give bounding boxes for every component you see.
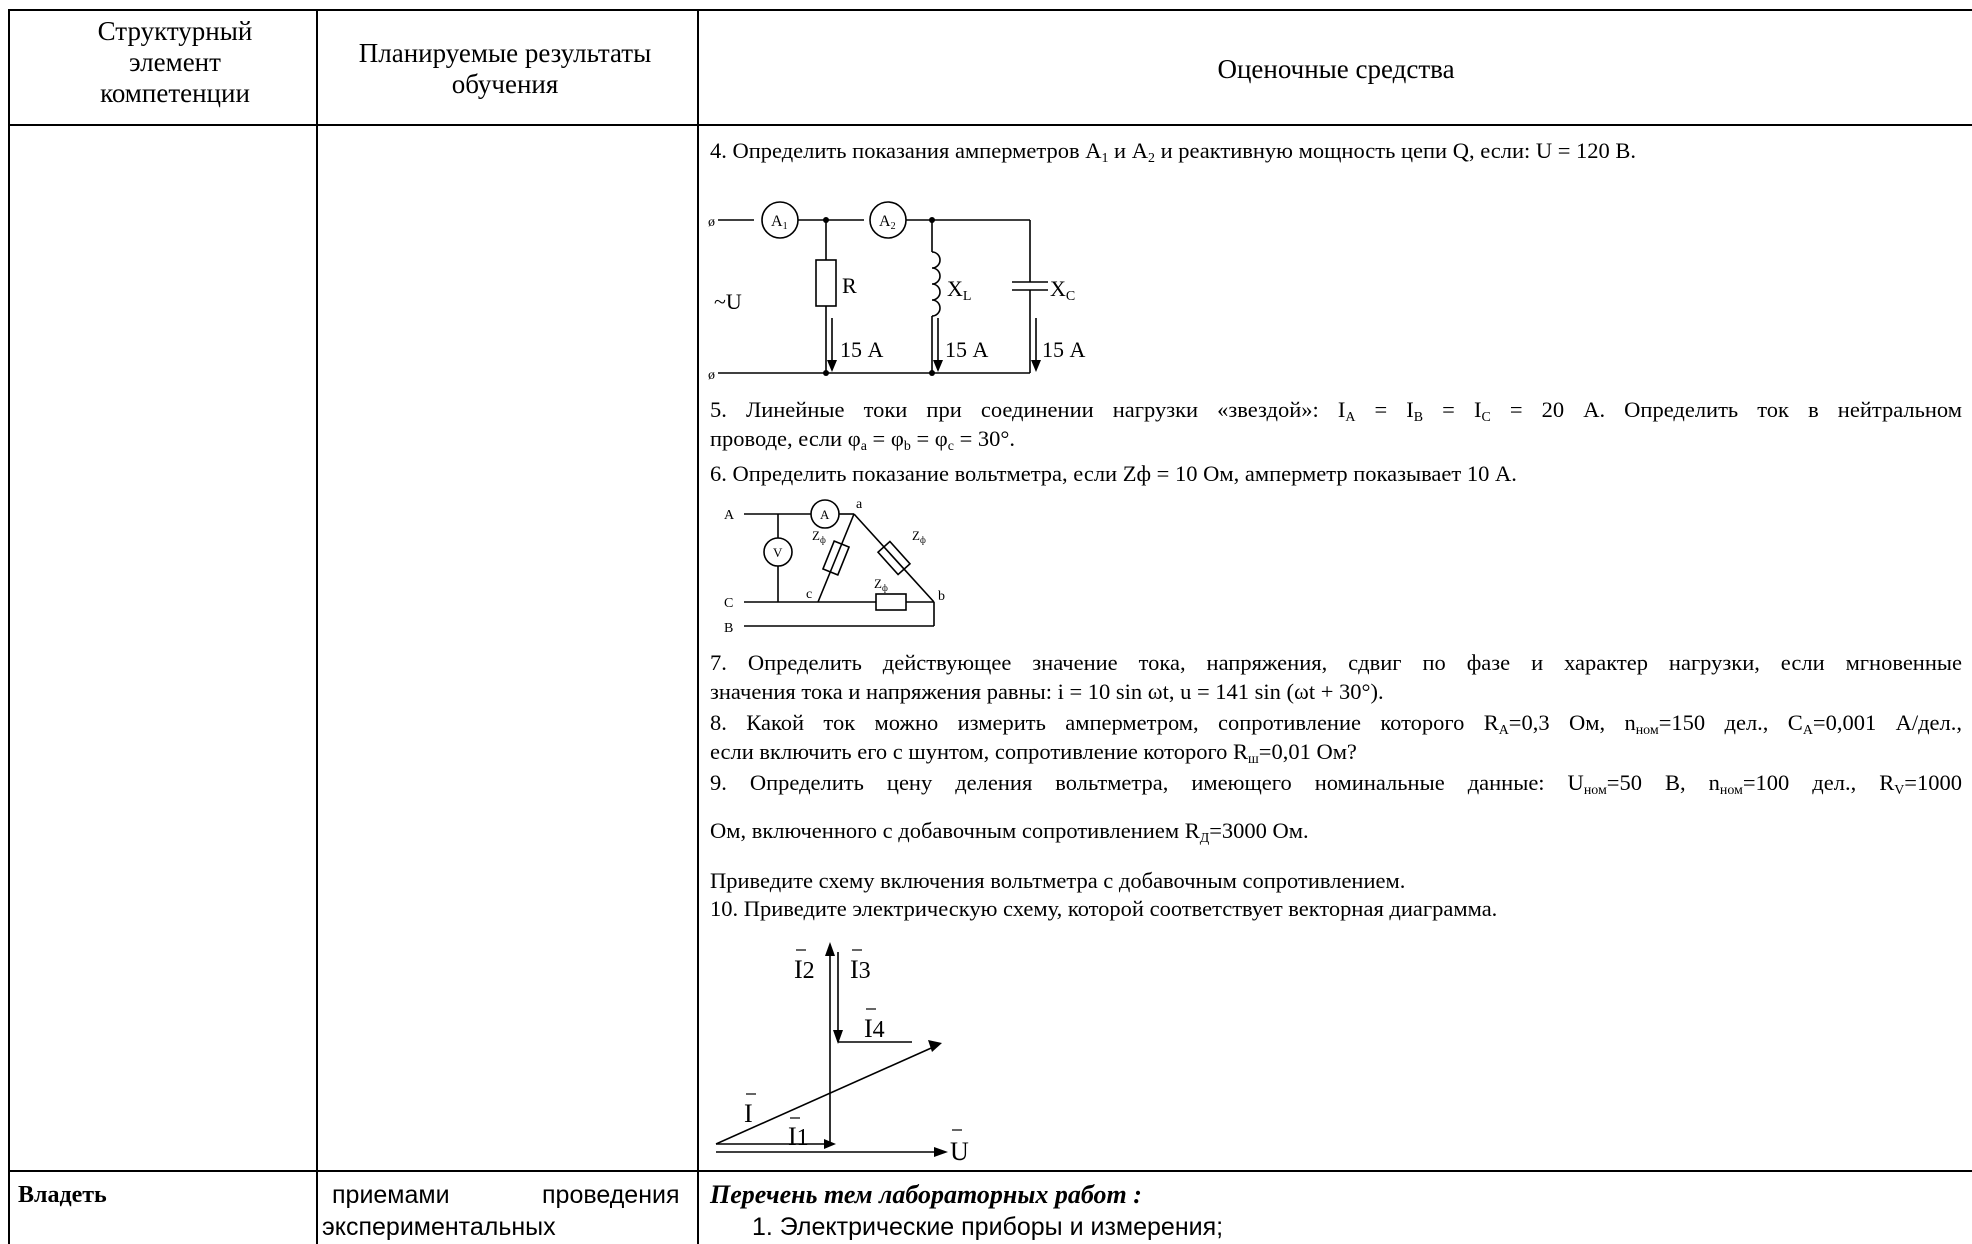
- header-planned-results: Планируемые результаты обучения: [358, 38, 652, 99]
- table-border-col2: [697, 9, 699, 1244]
- resistor-label: R: [842, 273, 857, 298]
- table-border-left: [8, 9, 10, 1244]
- table-border-header-bottom: [8, 124, 1972, 126]
- row2-result-word2: проведения: [542, 1181, 680, 1209]
- node-A-label: A: [724, 508, 735, 523]
- terminal-top: ø: [708, 215, 715, 230]
- circuit-diagram-ammeters: ø ø A1 A2 ~U R XL XC 15 А 15 А 15 А: [708, 201, 1086, 383]
- impedance-label-2: Zф: [912, 528, 926, 545]
- ammeter-a1-label: A1: [771, 213, 788, 232]
- current-label-xc: 15 А: [1042, 337, 1086, 362]
- row2-result-word1: приемами: [332, 1181, 450, 1209]
- capacitor-label: XC: [1050, 276, 1075, 304]
- node-B-label: B: [724, 621, 733, 636]
- node-C-label: C: [724, 596, 733, 611]
- node-a-label: a: [856, 497, 863, 512]
- circuit-diagram-delta: A C B a c b A V Zф Zф Zф: [724, 497, 945, 636]
- vector-i1-label: I1: [788, 1122, 809, 1151]
- impedance-label-1: Zф: [812, 528, 826, 545]
- vector-i3-label: I3: [850, 955, 871, 984]
- current-label-r: 15 А: [840, 337, 884, 362]
- voltage-label: ~U: [714, 289, 742, 314]
- ammeter-label: A: [820, 507, 830, 522]
- question-7: 7. Определить действующее значение тока,…: [710, 650, 1962, 704]
- inductor-label: XL: [947, 276, 971, 304]
- question-9: 9. Определить цену деления вольтметра, и…: [710, 770, 1962, 798]
- question-6: 6. Определить показание вольтметра, если…: [710, 461, 1517, 486]
- table-border-row-divider: [8, 1170, 1972, 1172]
- question-9-line2: Ом, включенного с добавочным сопротивлен…: [710, 818, 1309, 846]
- question-8: 8. Какой ток можно измерить амперметром,…: [710, 710, 1962, 767]
- table-border-top: [8, 9, 1972, 11]
- ammeter-a2-label: A2: [879, 213, 896, 232]
- question-10: 10. Приведите электрическую схему, котор…: [710, 896, 1498, 921]
- vector-i-label: I: [744, 1099, 753, 1128]
- current-label-xl: 15 А: [945, 337, 989, 362]
- row2-lab-topics-title: Перечень тем лабораторных работ :: [710, 1180, 1142, 1209]
- header-structural-element: Структурный элемент компетенции: [97, 16, 253, 108]
- node-b-label: b: [938, 589, 945, 604]
- vector-diagram: I2 I3 I4 I I1 U: [715, 942, 969, 1166]
- row2-result-line2: экспериментальных: [322, 1213, 556, 1241]
- voltmeter-label: V: [773, 545, 783, 560]
- header-assessment-tools: Оценочные средства: [1217, 54, 1455, 84]
- impedance-label-3: Zф: [874, 576, 888, 593]
- question-9-line3: Приведите схему включения вольтметра с д…: [710, 868, 1406, 893]
- table-border-col1: [316, 9, 318, 1244]
- vector-i4-label: I4: [864, 1014, 885, 1043]
- question-5: 5. Линейные токи при соединении нагрузки…: [710, 397, 1962, 454]
- question-4: 4. Определить показания амперметров A1 и…: [710, 138, 1637, 166]
- vector-u-label: U: [950, 1137, 969, 1166]
- row2-competence-element: Владеть: [18, 1182, 107, 1208]
- vector-i2-label: I2: [794, 955, 815, 984]
- row2-lab-topic-1: 1. Электрические приборы и измерения;: [752, 1213, 1224, 1241]
- node-c-label: c: [806, 587, 812, 602]
- terminal-bottom: ø: [708, 368, 715, 383]
